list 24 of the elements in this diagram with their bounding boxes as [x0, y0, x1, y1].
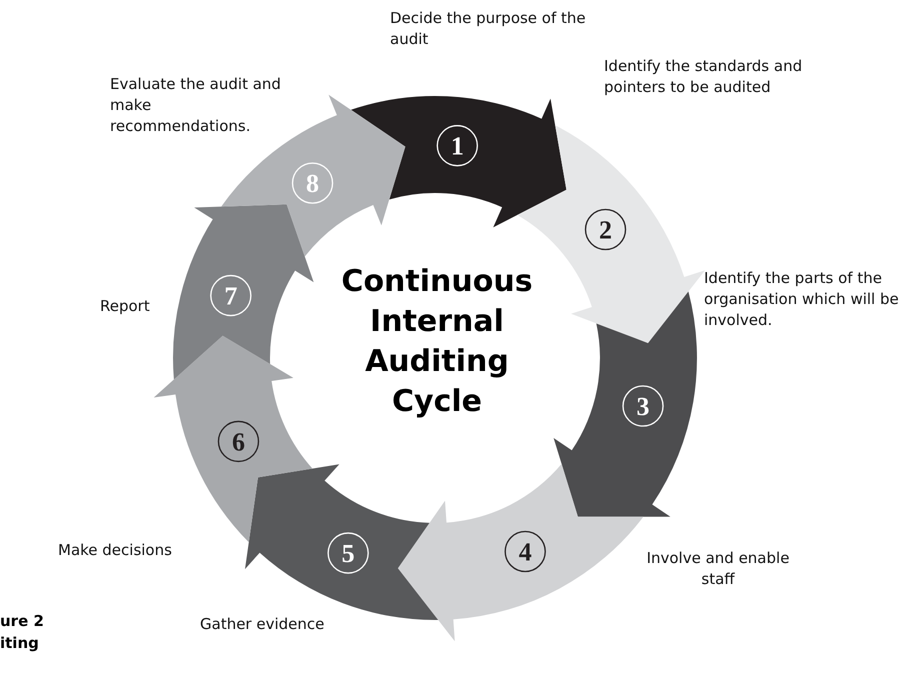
arrow-segment: [351, 96, 566, 228]
step-label: Decide the purpose of the audit: [390, 8, 587, 50]
step-label: Evaluate the audit and make recommendations.: [110, 74, 282, 137]
step-number: 8: [306, 169, 320, 198]
arrow-segment: [154, 336, 312, 542]
step-number: 3: [636, 392, 650, 422]
step-label: Make decisions: [58, 540, 173, 561]
step-number: 6: [232, 427, 245, 456]
cycle-title: Continuous Internal Auditing Cycle: [340, 263, 534, 421]
step-label: Report: [100, 296, 151, 317]
step-label: Gather evidence: [200, 614, 326, 635]
step-number: 1: [450, 132, 464, 161]
step-label: Identify the parts of the organisation which will be involved.: [704, 268, 900, 331]
arrow-segment: [554, 292, 697, 517]
caption-fragment: ure 2: [0, 612, 44, 630]
step-number: 4: [518, 538, 532, 566]
step-label: Identify the standards and pointers to be audited: [604, 56, 804, 98]
step-number: 7: [224, 282, 238, 311]
step-label: Involve and enable staff: [646, 548, 790, 590]
caption-fragment: iting: [0, 634, 39, 652]
arrow-segment: [173, 204, 314, 380]
step-number: 5: [342, 539, 355, 568]
step-number: 2: [599, 216, 612, 244]
arrow-segment: [398, 464, 644, 642]
